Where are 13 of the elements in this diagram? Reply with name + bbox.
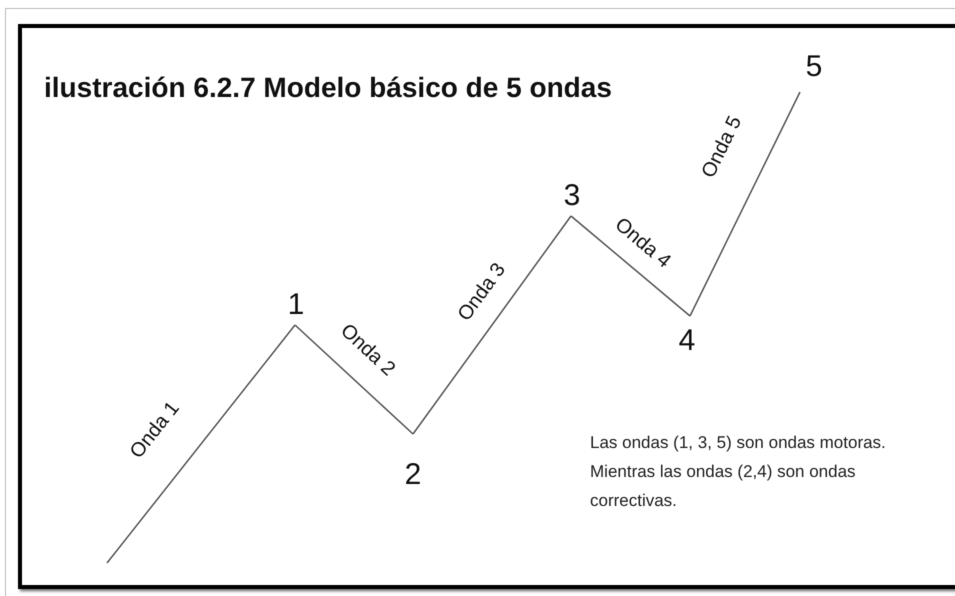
- note-text: Las ondas (1, 3, 5) son ondas motoras. Mientras las ondas (2,4) son ondas correctivas.: [590, 432, 887, 512]
- point-number: 1: [288, 290, 304, 320]
- wave-line: [294, 324, 414, 435]
- point-number: 5: [806, 52, 822, 82]
- point-number: 2: [404, 460, 422, 490]
- wave-line: [106, 324, 296, 564]
- wave-line: [412, 216, 572, 434]
- point-number: 3: [564, 181, 580, 211]
- wave-line: [689, 92, 801, 316]
- wave-line: [570, 215, 690, 317]
- point-number: 4: [678, 326, 696, 356]
- title: ilustración 6.2.7 Modelo básico de 5 ondas: [44, 72, 612, 104]
- edge-label: Onda 5: [698, 113, 746, 181]
